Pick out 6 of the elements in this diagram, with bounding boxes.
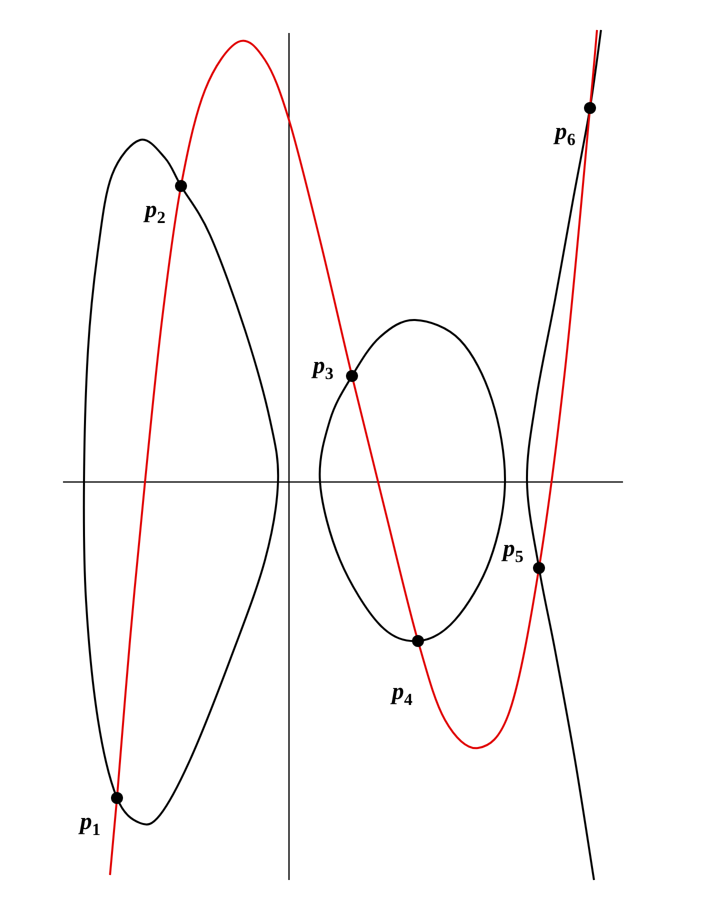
point-label: p$_{2}$ [145, 198, 166, 226]
point-label: p$_{5}$ [503, 537, 524, 565]
point-label: p$_{6}$ [555, 120, 576, 148]
point-label: p$_{4}$ [392, 680, 412, 708]
point-label: p$_{3}$ [313, 354, 334, 382]
point-label: p$_{1}$ [80, 810, 100, 838]
